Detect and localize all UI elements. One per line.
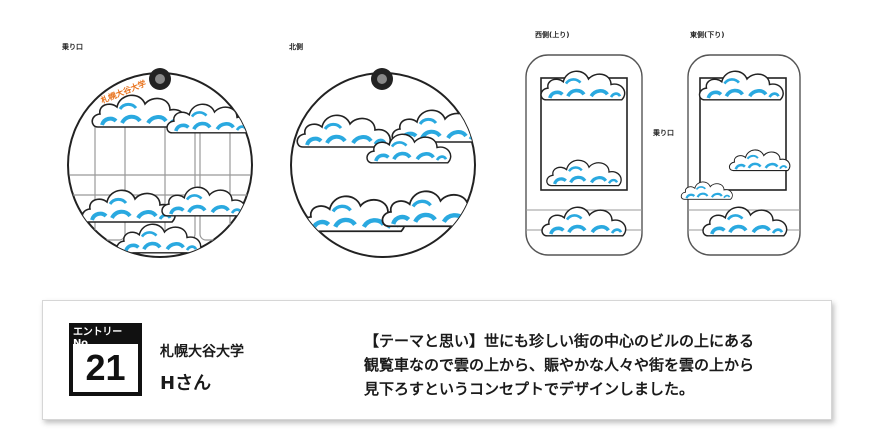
university-name: 札幌大谷大学 <box>160 344 244 360</box>
entry-description: 【テーマと思い】世にも珍しい街の中心のビルの上にある 観覧車なので雲の上から、賑… <box>364 329 814 401</box>
entry-badge-label: エントリーNo. <box>73 327 138 349</box>
entry-card: エントリーNo. 21 札幌大谷大学 Hさん 【テーマと思い】世にも珍しい街の中… <box>42 300 832 420</box>
gondola-entrance-view: 札幌大谷大学 <box>67 68 253 258</box>
entry-badge: エントリーNo. 21 <box>69 323 142 396</box>
view-label-entrance: 乗り口 <box>62 43 83 51</box>
description-line: 【テーマと思い】世にも珍しい街の中心のビルの上にある <box>364 332 755 350</box>
view-label-north: 北側 <box>289 43 303 51</box>
description-line: 見下ろすというコンセプトでデザインしました。 <box>364 380 695 398</box>
view-label-side-entrance: 乗り口 <box>653 129 674 137</box>
gondola-east-view <box>680 54 801 256</box>
description-line: 観覧車なので雲の上から、賑やかな人々や街を雲の上から <box>364 356 755 374</box>
gondola-west-view <box>525 54 643 256</box>
gondola-illustrations: 札幌大谷大学 <box>67 54 801 258</box>
view-label-west: 西側(上り) <box>535 31 570 39</box>
entry-number: 21 <box>85 347 126 388</box>
gondola-north-view <box>290 68 476 258</box>
person-name: Hさん <box>160 373 212 394</box>
view-label-east: 東側(下り) <box>690 31 725 39</box>
